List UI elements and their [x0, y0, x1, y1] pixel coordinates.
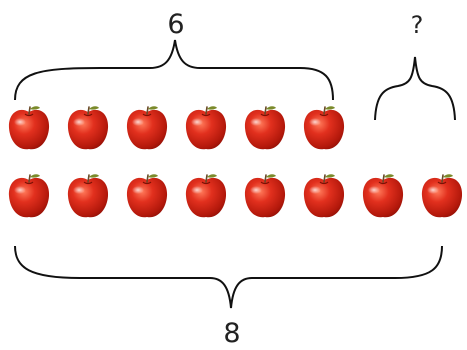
- total-brace: [14, 245, 443, 309]
- top-apple-icon-6: [303, 105, 345, 151]
- top-apple-row: [8, 105, 345, 151]
- bottom-apple-icon-6: [303, 173, 345, 219]
- top-apple-icon-4: [185, 105, 227, 151]
- bottom-apple-icon-2: [67, 173, 109, 219]
- bottom-apple-icon-4: [185, 173, 227, 219]
- top-apple-icon-1: [8, 105, 50, 151]
- unknown-group-label: ?: [411, 11, 424, 39]
- bottom-apple-icon-7: [362, 173, 404, 219]
- top-apple-icon-3: [126, 105, 168, 151]
- top-apple-icon-5: [244, 105, 286, 151]
- top-group-brace: [14, 39, 334, 101]
- bottom-apple-row: [8, 173, 463, 219]
- top-apple-icon-2: [67, 105, 109, 151]
- bottom-apple-icon-3: [126, 173, 168, 219]
- unknown-group-brace: [374, 56, 456, 121]
- bottom-apple-icon-5: [244, 173, 286, 219]
- total-label: 8: [223, 318, 240, 349]
- bottom-apple-icon-8: [421, 173, 463, 219]
- bottom-apple-icon-1: [8, 173, 50, 219]
- top-group-label: 6: [167, 9, 184, 40]
